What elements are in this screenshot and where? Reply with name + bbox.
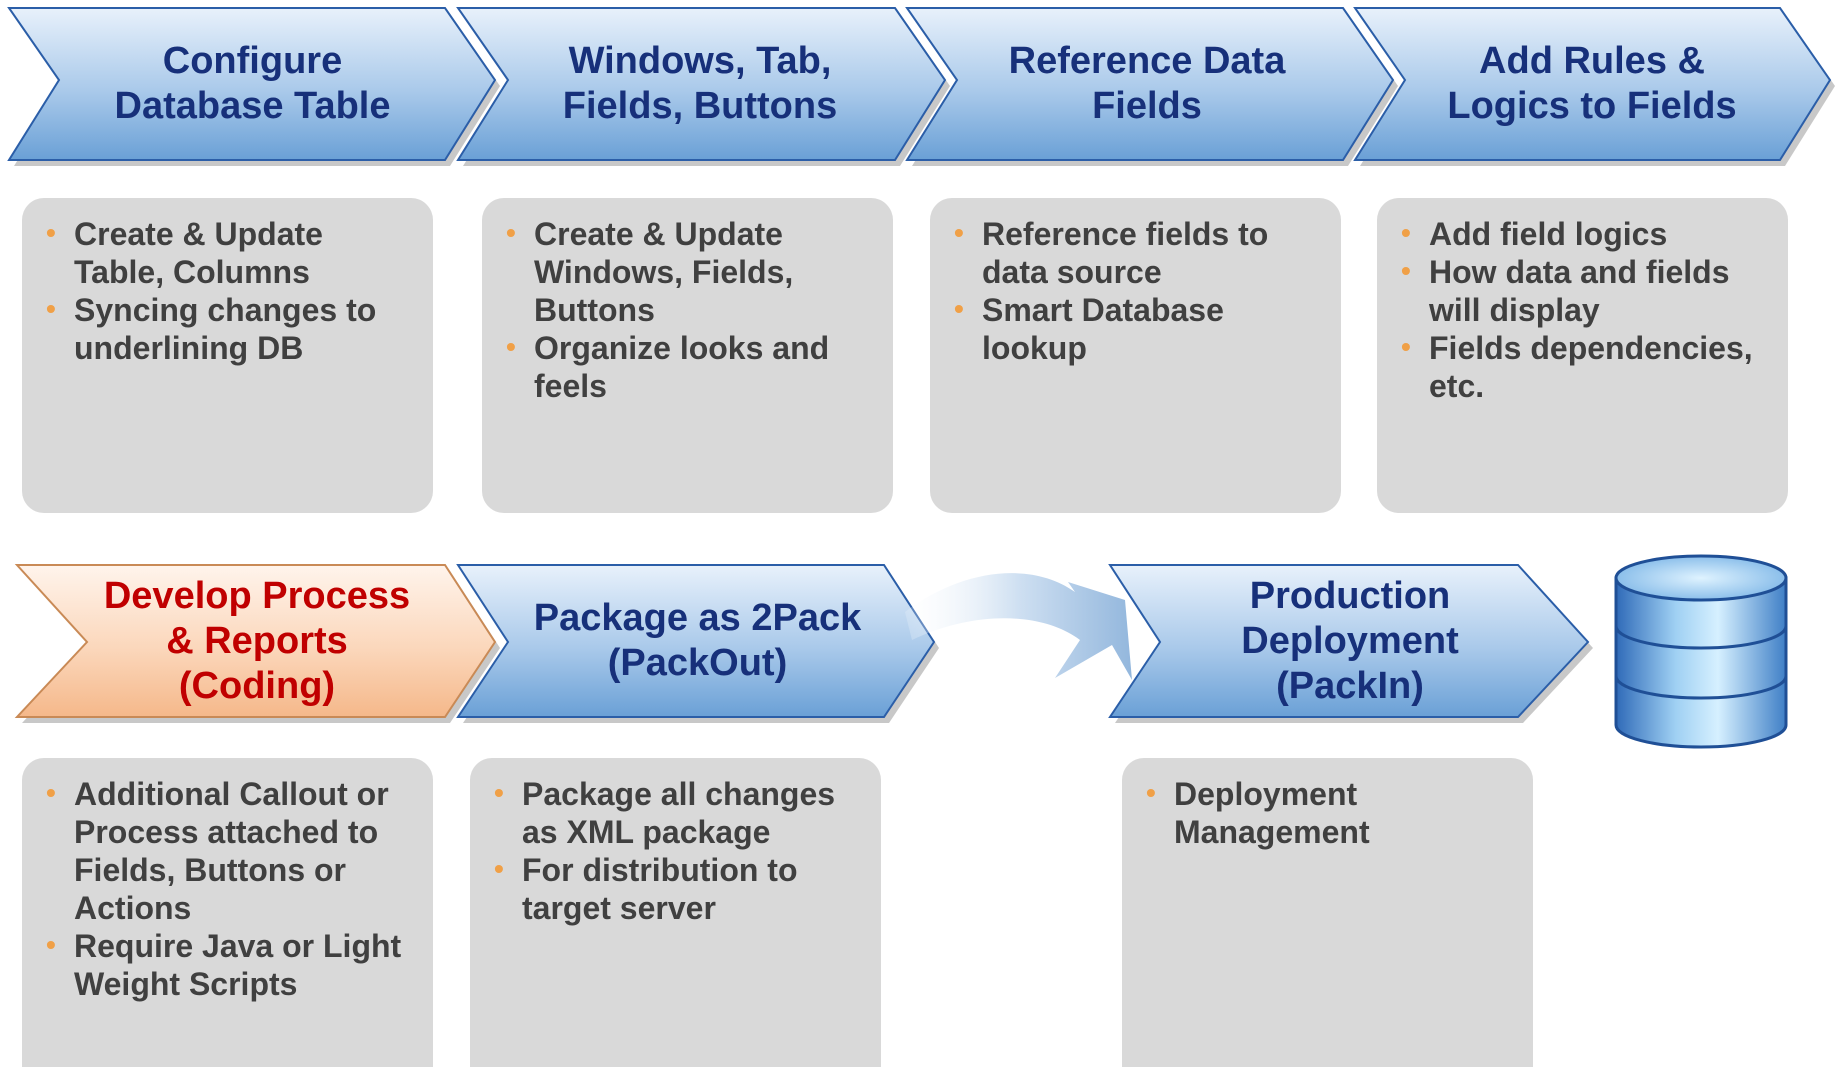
list-item: Create & Update Table, Columns xyxy=(46,214,413,291)
list-item: Fields dependencies, etc. xyxy=(1401,328,1768,405)
title-package-as-2pack: Package as 2Pack (PackOut) xyxy=(533,597,862,684)
list-item: Organize looks and feels xyxy=(506,328,873,405)
title-develop-process-reports: Develop Process & Reports (Coding) xyxy=(103,574,411,707)
box-package-as-2pack: Package all changes as XML package For d… xyxy=(470,758,881,1067)
box-windows-tab-fields-buttons: Create & Update Windows, Fields, Buttons… xyxy=(482,198,893,513)
list-item: Create & Update Windows, Fields, Buttons xyxy=(506,214,873,329)
box-configure-database-table: Create & Update Table, Columns Syncing c… xyxy=(22,198,433,513)
title-reference-data-fields: Reference Data Fields xyxy=(1008,40,1286,127)
title-production-deployment: Production Deployment (PackIn) xyxy=(1241,574,1459,707)
chevron-develop-process-reports xyxy=(14,564,500,723)
database-icon xyxy=(1614,554,1788,749)
list-item: Add field logics xyxy=(1401,214,1768,253)
list-item: Deployment Management xyxy=(1146,774,1513,851)
list-item: Require Java or Light Weight Scripts xyxy=(46,926,413,1003)
chevron-add-rules-logics xyxy=(1353,7,1835,166)
box-add-rules-logics: Add field logics How data and fields wil… xyxy=(1377,198,1788,513)
chevron-package-as-2pack xyxy=(456,564,939,723)
list-item: Package all changes as XML package xyxy=(494,774,861,851)
chevron-configure-database-table xyxy=(7,7,500,166)
title-windows-tab-fields-buttons: Windows, Tab, Fields, Buttons xyxy=(562,40,838,127)
chevron-production-deployment xyxy=(1108,564,1593,723)
curved-arrow-icon xyxy=(905,573,1132,680)
title-configure-database-table: Configure Database Table xyxy=(114,40,391,127)
box-reference-data-fields: Reference fields to data source Smart Da… xyxy=(930,198,1341,513)
box-production-deployment: Deployment Management xyxy=(1122,758,1533,1067)
list-item: For distribution to target server xyxy=(494,850,861,927)
chevron-reference-data-fields xyxy=(905,7,1398,166)
box-develop-process-reports: Additional Callout or Process attached t… xyxy=(22,758,433,1067)
list-item: Reference fields to data source xyxy=(954,214,1321,291)
list-item: Syncing changes to underlining DB xyxy=(46,290,413,367)
list-item: How data and fields will display xyxy=(1401,252,1768,329)
title-add-rules-logics: Add Rules & Logics to Fields xyxy=(1447,40,1737,127)
list-item: Smart Database lookup xyxy=(954,290,1321,367)
chevron-windows-tab-fields-buttons xyxy=(456,7,950,166)
list-item: Additional Callout or Process attached t… xyxy=(46,774,413,927)
